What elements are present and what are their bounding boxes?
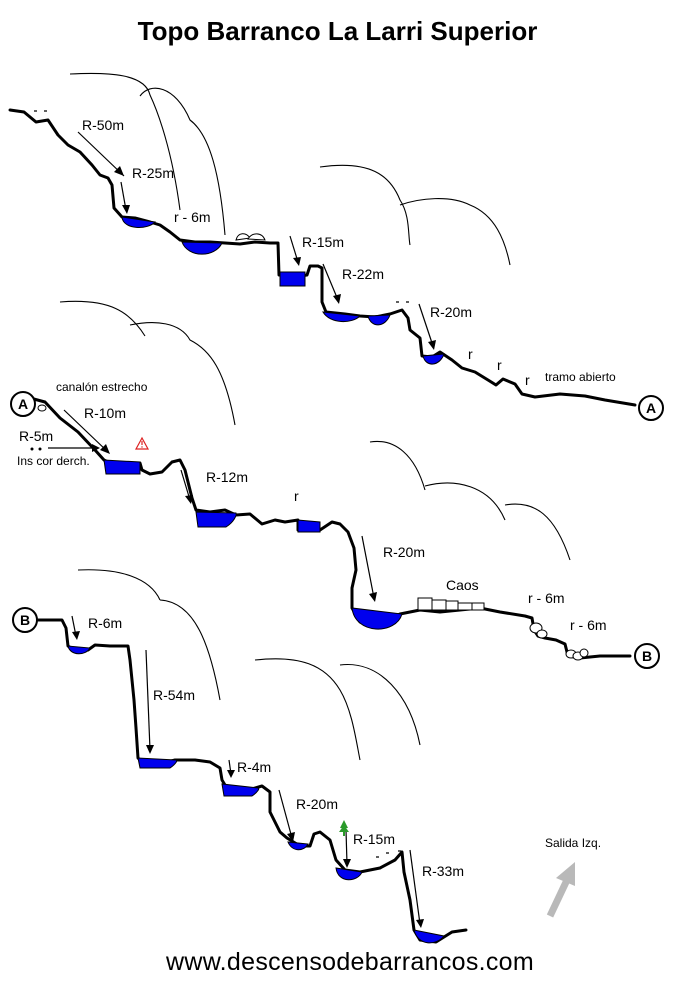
canyon-profile-1 <box>8 108 637 407</box>
rappel-arrows <box>71 615 424 928</box>
connector-label: B <box>642 648 652 664</box>
dash-mark <box>34 110 409 303</box>
rappel-label: R-6m <box>88 615 122 631</box>
boulder-field-label: Caos <box>446 577 479 593</box>
water-pool <box>121 216 156 228</box>
rappel-label: R-10m <box>84 405 126 421</box>
water-pool <box>367 314 391 326</box>
rappel-label: R-25m <box>132 165 174 181</box>
section-2: A canalón estrecho R-10m R-5m Ins cor de… <box>10 300 660 669</box>
rappel-label: R-4m <box>237 759 271 775</box>
small-rappel-label: r <box>525 372 530 388</box>
cliff-outline <box>69 72 181 211</box>
tree-icon <box>339 820 349 836</box>
boulder <box>247 233 266 241</box>
connector-b-start: B <box>12 607 38 633</box>
rappel-label: R-15m <box>302 234 344 250</box>
rappel-label: R-20m <box>296 796 338 812</box>
rappel-label: R-20m <box>430 304 472 320</box>
cliff-outline <box>77 569 161 601</box>
cliff-outline <box>339 664 421 746</box>
cliff-outline <box>59 300 146 337</box>
section-3: B R-6m R-54m R-4m R-20m R-15m R-33m Sali… <box>12 569 601 944</box>
cliff-outline <box>159 599 221 701</box>
warning-triangle-icon <box>134 436 150 450</box>
cliff-outline <box>504 503 571 561</box>
small-rappel-label: r <box>497 357 502 373</box>
connector-b-end: B <box>634 643 660 669</box>
boulder <box>37 404 47 412</box>
small-rappel-label: r <box>468 346 473 362</box>
water-pool <box>221 783 260 797</box>
cliff-outline <box>399 198 511 266</box>
water-pool <box>279 271 306 287</box>
connector-a-end: A <box>638 395 664 421</box>
water-pool <box>322 311 362 322</box>
rappel-label: R-33m <box>422 863 464 879</box>
boulder-field <box>417 597 589 661</box>
water-pool <box>413 929 445 944</box>
page-title: Topo Barranco La Larri Superior <box>137 16 538 46</box>
rappel-label: r - 6m <box>528 590 565 606</box>
dash-mark <box>376 850 401 858</box>
connector-a-start: A <box>10 391 36 417</box>
connector-label: B <box>20 612 30 628</box>
rappel-arrows <box>48 409 377 602</box>
rappel-label: R-5m <box>19 428 53 444</box>
canyon-profile-3 <box>35 618 468 944</box>
water-pool <box>67 645 91 655</box>
water-pool <box>422 353 445 365</box>
cliff-outline <box>424 482 506 521</box>
rappel-label: r - 6m <box>570 617 607 633</box>
rappel-label: R-12m <box>206 469 248 485</box>
cliff-outline <box>369 440 426 491</box>
dot-mark <box>38 447 42 451</box>
rappel-label: R-54m <box>153 687 195 703</box>
water-pool <box>195 511 237 528</box>
rappel-label: R-22m <box>342 266 384 282</box>
cliff-outline <box>139 87 226 236</box>
connector-label: A <box>646 400 656 416</box>
connector-label: A <box>18 396 28 412</box>
rappel-label: R-15m <box>353 831 395 847</box>
cliff-outline <box>319 164 411 246</box>
water-pool <box>137 757 178 769</box>
note-label: canalón estrecho <box>56 380 148 394</box>
open-section-label: tramo abierto <box>545 370 616 384</box>
rappel-label: R-20m <box>383 544 425 560</box>
rappel-label: R-50m <box>82 117 124 133</box>
cliff-outline <box>254 658 361 761</box>
cliff-outline <box>129 322 236 426</box>
section-1: R-50m R-25m r - 6m R-15m R-22m R-20m r r… <box>8 72 664 421</box>
water-pool <box>335 867 363 881</box>
water-pool <box>103 459 141 475</box>
note-label: Ins cor derch. <box>17 454 90 468</box>
website-footer: www.descensodebarrancos.com <box>166 948 534 976</box>
rappel-arrows <box>77 131 436 350</box>
water-pool <box>287 841 309 851</box>
water-pool <box>181 241 223 255</box>
exit-label: Salida Izq. <box>545 836 601 850</box>
rappel-label: r - 6m <box>174 209 211 225</box>
exit-arrow-icon <box>546 862 575 918</box>
small-rappel-label: r <box>294 488 299 504</box>
water-pool <box>297 519 321 533</box>
dot-mark <box>30 447 34 451</box>
water-pool <box>351 607 403 630</box>
